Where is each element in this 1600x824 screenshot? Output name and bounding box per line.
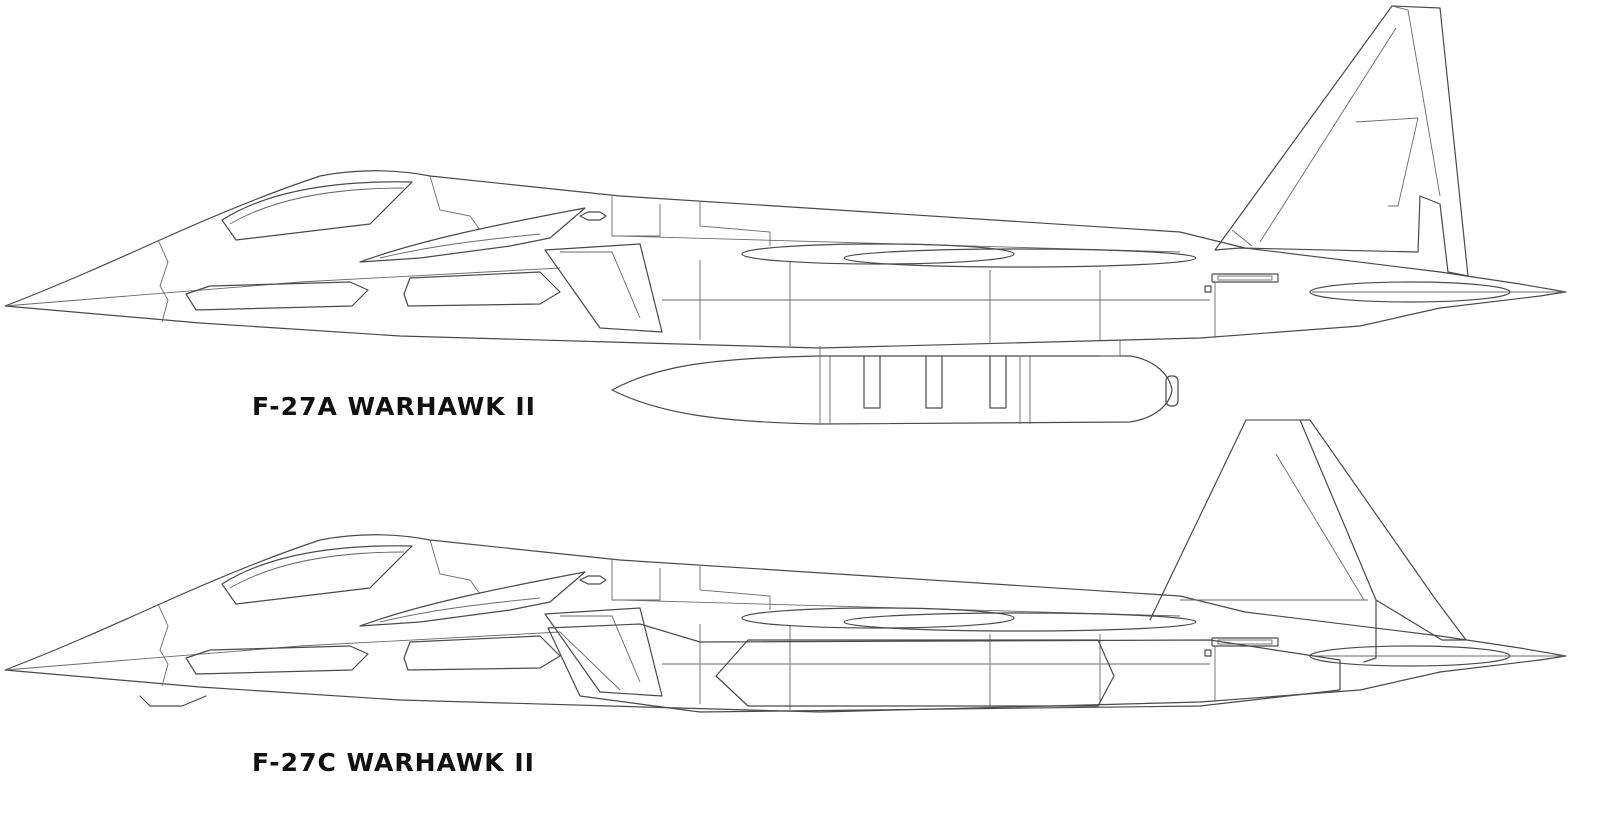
f27c-conformal-pod (547, 623, 1341, 713)
f27c-vertical-tail (1149, 419, 1467, 663)
f27c-designation-label: F-27C WARHAWK II (252, 748, 535, 777)
f27a-vertical-tail (1214, 5, 1469, 277)
f27c-ventral-fairing (139, 695, 207, 707)
f27a-external-fuel-tank (611, 340, 1179, 425)
f27a-designation-label: F-27A WARHAWK II (252, 392, 536, 421)
f27c-airframe (4, 534, 1567, 713)
f27a-airframe (4, 170, 1567, 349)
